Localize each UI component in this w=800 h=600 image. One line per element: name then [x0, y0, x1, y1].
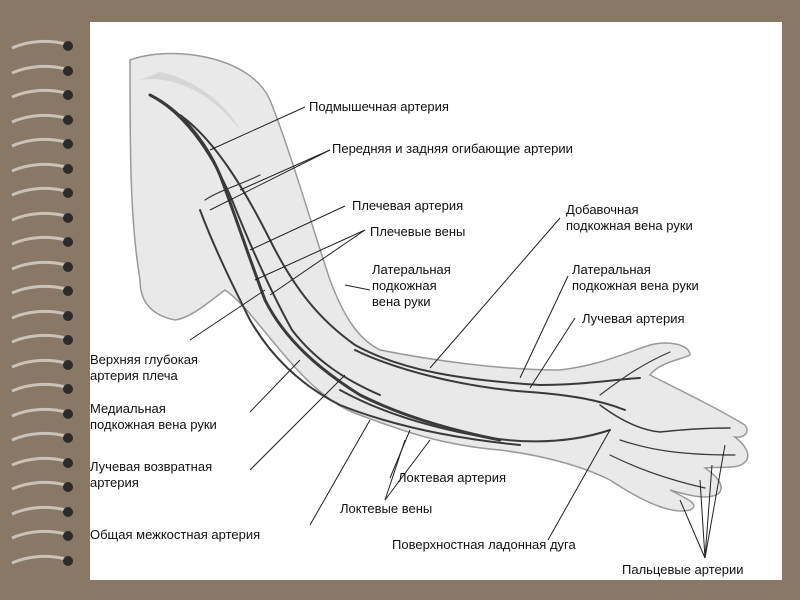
leader-ulnar-veins-1: [384, 439, 406, 501]
label-brachial-veins: Плечевые вены: [370, 224, 466, 239]
binding-ring: [11, 211, 73, 223]
vessel-cephalic: [179, 114, 641, 387]
label-digital-arteries: Пальцевые артерии: [622, 562, 744, 577]
binding-ring: [11, 382, 73, 394]
leader-lines: [189, 106, 726, 559]
leader-interosseous: [309, 419, 371, 526]
vessel-circumflex: [204, 174, 261, 201]
binding-ring: [11, 137, 73, 149]
binding-ring: [11, 358, 73, 370]
binding-ring: [11, 88, 73, 100]
label-common-interosseous-artery: Общая межкостная артерия: [90, 527, 261, 542]
binding-ring: [11, 407, 73, 419]
leader-basilic: [249, 359, 301, 413]
label-radial-recurrent-artery: Лучевая возвратная артерия: [90, 459, 213, 490]
binding-ring: [11, 554, 73, 566]
vessel-brachial-vein: [157, 99, 381, 396]
binding-ring: [11, 456, 73, 468]
binding-ring: [11, 235, 73, 247]
binding-ring: [11, 505, 73, 517]
binding-ring: [11, 64, 73, 76]
leader-circumflex-2: [209, 149, 331, 211]
binding-ring: [11, 309, 73, 321]
binding-ring: [11, 39, 73, 51]
binding-ring: [11, 162, 73, 174]
label-axillary-artery: Подмышечная артерия: [309, 99, 449, 114]
binding-ring: [11, 480, 73, 492]
label-circumflex-arteries: Передняя и задняя огибающие артерии: [332, 141, 573, 156]
shoulder-shading: [140, 72, 240, 130]
vessel-radial: [354, 349, 626, 411]
vessel-palmar-arch: [599, 404, 731, 433]
binding-ring: [11, 260, 73, 272]
leader-digital-1: [679, 499, 706, 559]
binding-ring: [11, 113, 73, 125]
vessel-group: [148, 93, 736, 489]
leader-digital-4: [704, 444, 726, 559]
vessel-thumb: [599, 351, 671, 396]
leader-brachial-veins-2: [269, 229, 366, 296]
label-cephalic-vein-forearm: Латеральная подкожная вена руки: [572, 262, 699, 293]
leader-brachial-artery: [249, 205, 346, 251]
leader-circumflex-1: [239, 149, 331, 191]
vessel-basilic: [199, 209, 521, 446]
label-cephalic-vein: Латеральная подкожная вена руки: [372, 262, 451, 309]
label-superficial-palmar-arch: Поверхностная ладонная дуга: [392, 537, 576, 552]
leader-cephalic-forearm: [519, 275, 569, 379]
label-ulnar-artery: Локтевая артерия: [398, 470, 507, 485]
label-brachial-artery: Плечевая артерия: [352, 198, 464, 213]
binding-ring: [11, 431, 73, 443]
leader-radial: [529, 317, 576, 389]
leader-digital-3: [704, 464, 713, 559]
leader-brachial-veins-1: [254, 229, 366, 281]
leader-digital-2: [699, 479, 706, 559]
binding-ring: [11, 333, 73, 345]
leader-radial-recurrent: [249, 374, 346, 471]
vessel-ulnar: [339, 389, 611, 443]
leader-ulnar-veins-2: [384, 439, 431, 501]
label-accessory-cephalic-vein: Добавочная подкожная вена руки: [566, 202, 693, 233]
leader-palmar-arch: [547, 429, 611, 541]
vessel-digital-1: [619, 439, 736, 456]
leader-accessory: [429, 217, 561, 369]
label-basilic-vein: Медиальная подкожная вена руки: [90, 401, 217, 432]
leader-cephalic: [344, 284, 371, 291]
arm-silhouette: [129, 52, 749, 512]
binding-ring: [11, 529, 73, 541]
binding-ring: [11, 186, 73, 198]
leader-deep-brachial: [189, 289, 266, 341]
binding-ring: [11, 284, 73, 296]
leader-axillary: [209, 106, 306, 151]
label-ulnar-veins: Локтевые вены: [340, 501, 433, 516]
label-radial-artery: Лучевая артерия: [582, 311, 685, 326]
vessel-digital-2: [609, 454, 706, 489]
label-deep-brachial-artery: Верхняя глубокая артерия плеча: [90, 352, 198, 383]
